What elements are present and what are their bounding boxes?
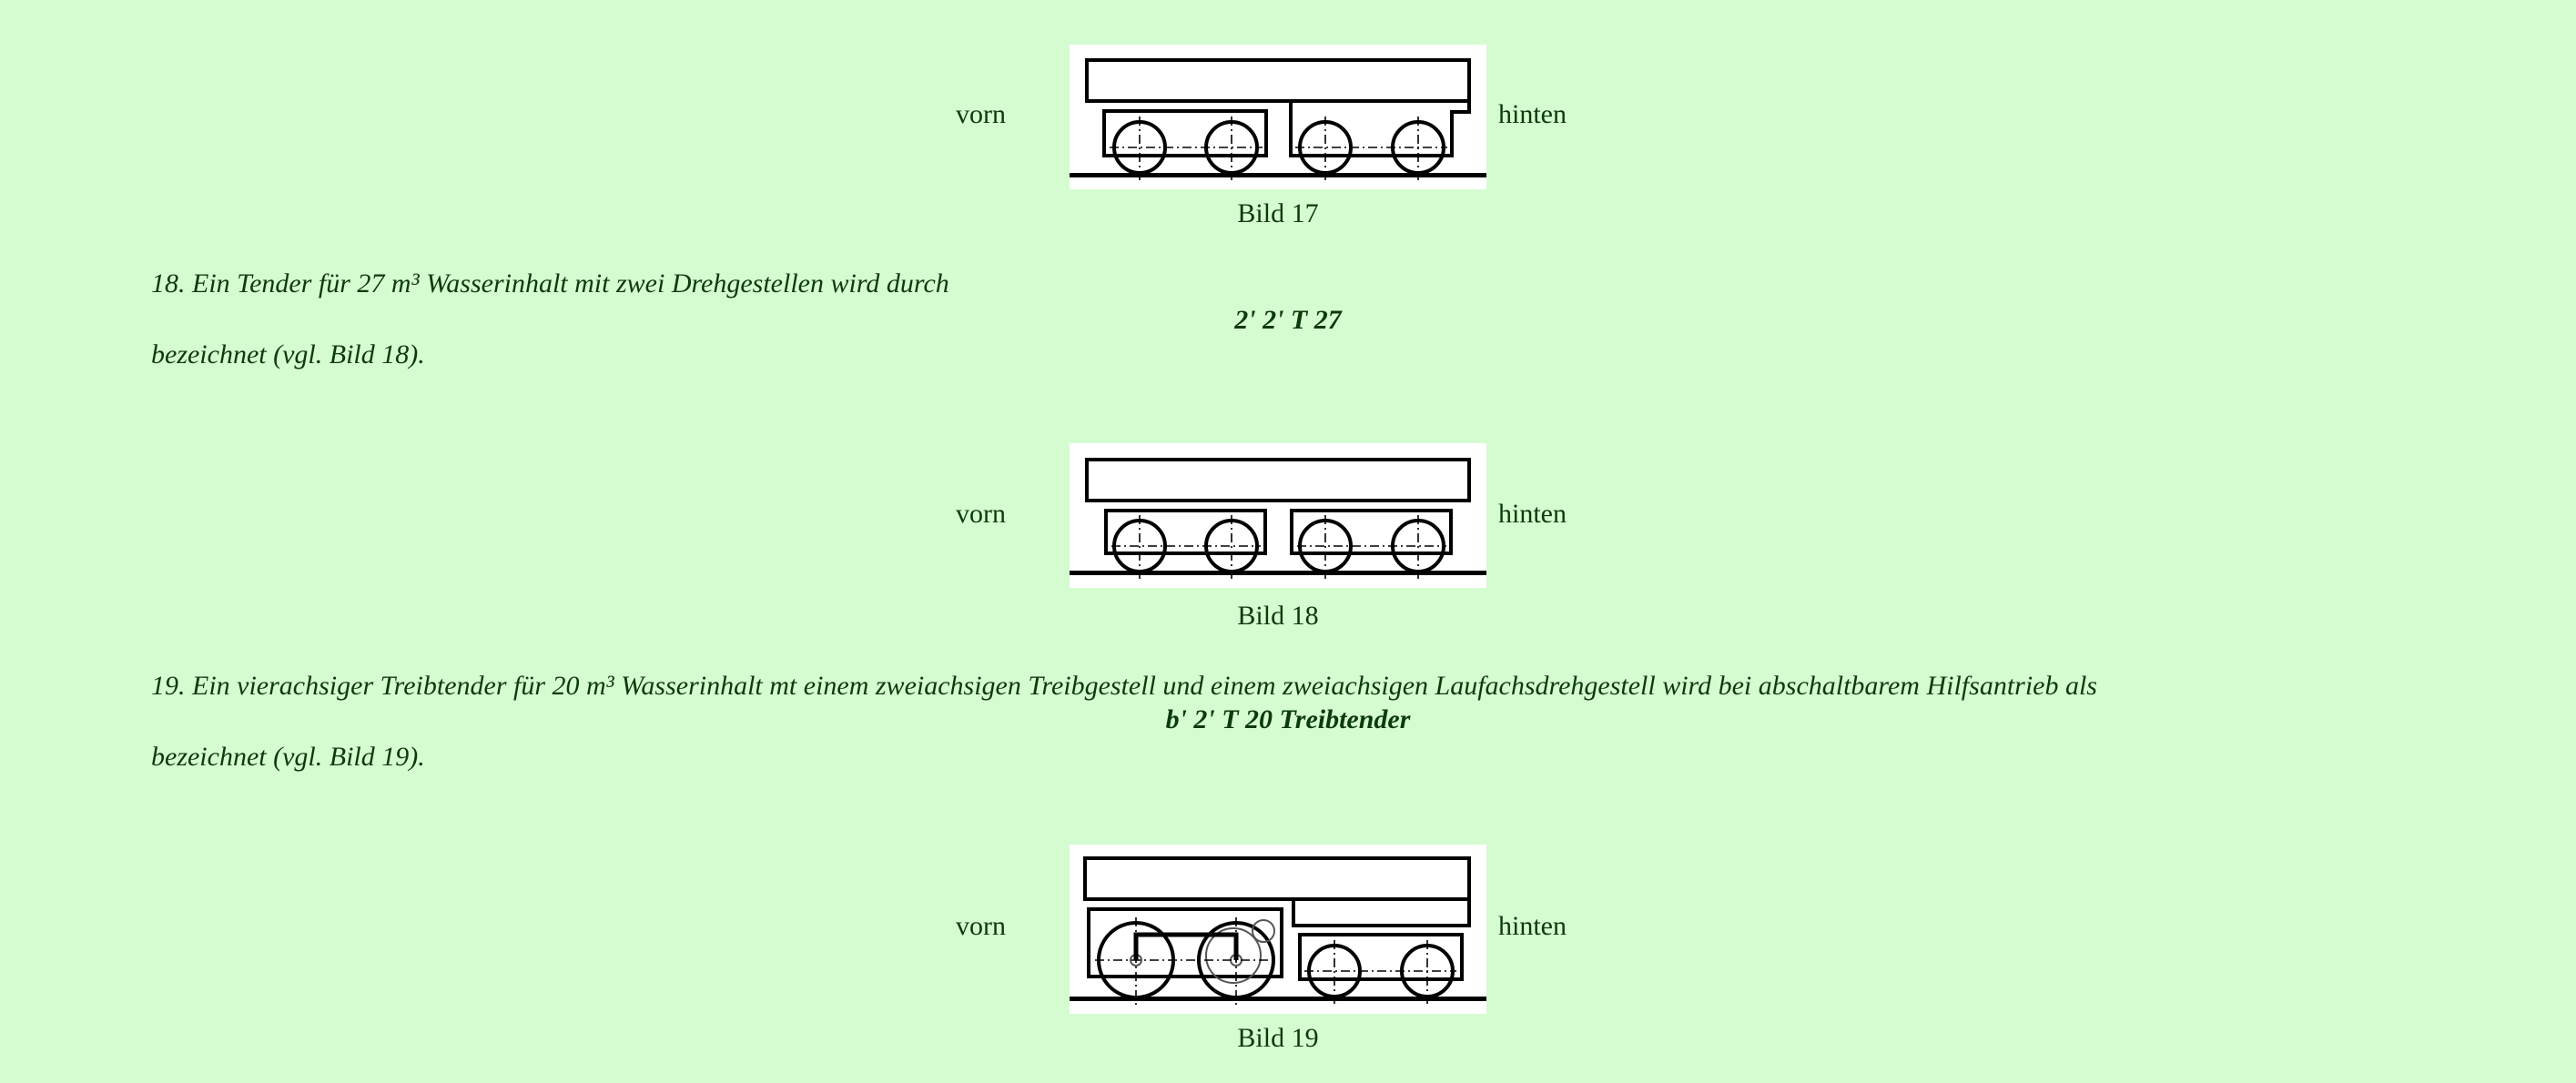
figure-18-caption: Bild 18 [1237, 601, 1319, 631]
item-18-designation: 2' 2' T 27 [1234, 305, 1342, 335]
rear-label: hinten [1498, 911, 1567, 941]
item-19-reference: bezeichnet (vgl. Bild 19). [151, 742, 425, 772]
figure-19-diagram [1070, 845, 1486, 1014]
rear-label: hinten [1498, 499, 1567, 529]
figure-17-diagram [1070, 45, 1486, 189]
front-label: vorn [956, 911, 1006, 941]
item-18-reference: bezeichnet (vgl. Bild 18). [151, 339, 425, 369]
item-18-text: 18. Ein Tender für 27 m³ Wasserinhalt mi… [151, 268, 949, 299]
front-label: vorn [956, 99, 1006, 129]
front-label: vorn [956, 499, 1006, 529]
figure-18-diagram [1070, 443, 1486, 588]
item-19-text: 19. Ein vierachsiger Treibtender für 20 … [151, 671, 2097, 701]
rear-label: hinten [1498, 99, 1567, 129]
figure-19-caption: Bild 19 [1237, 1023, 1319, 1053]
figure-17-caption: Bild 17 [1237, 198, 1319, 228]
item-19-designation: b' 2' T 20 Treibtender [1165, 704, 1411, 734]
